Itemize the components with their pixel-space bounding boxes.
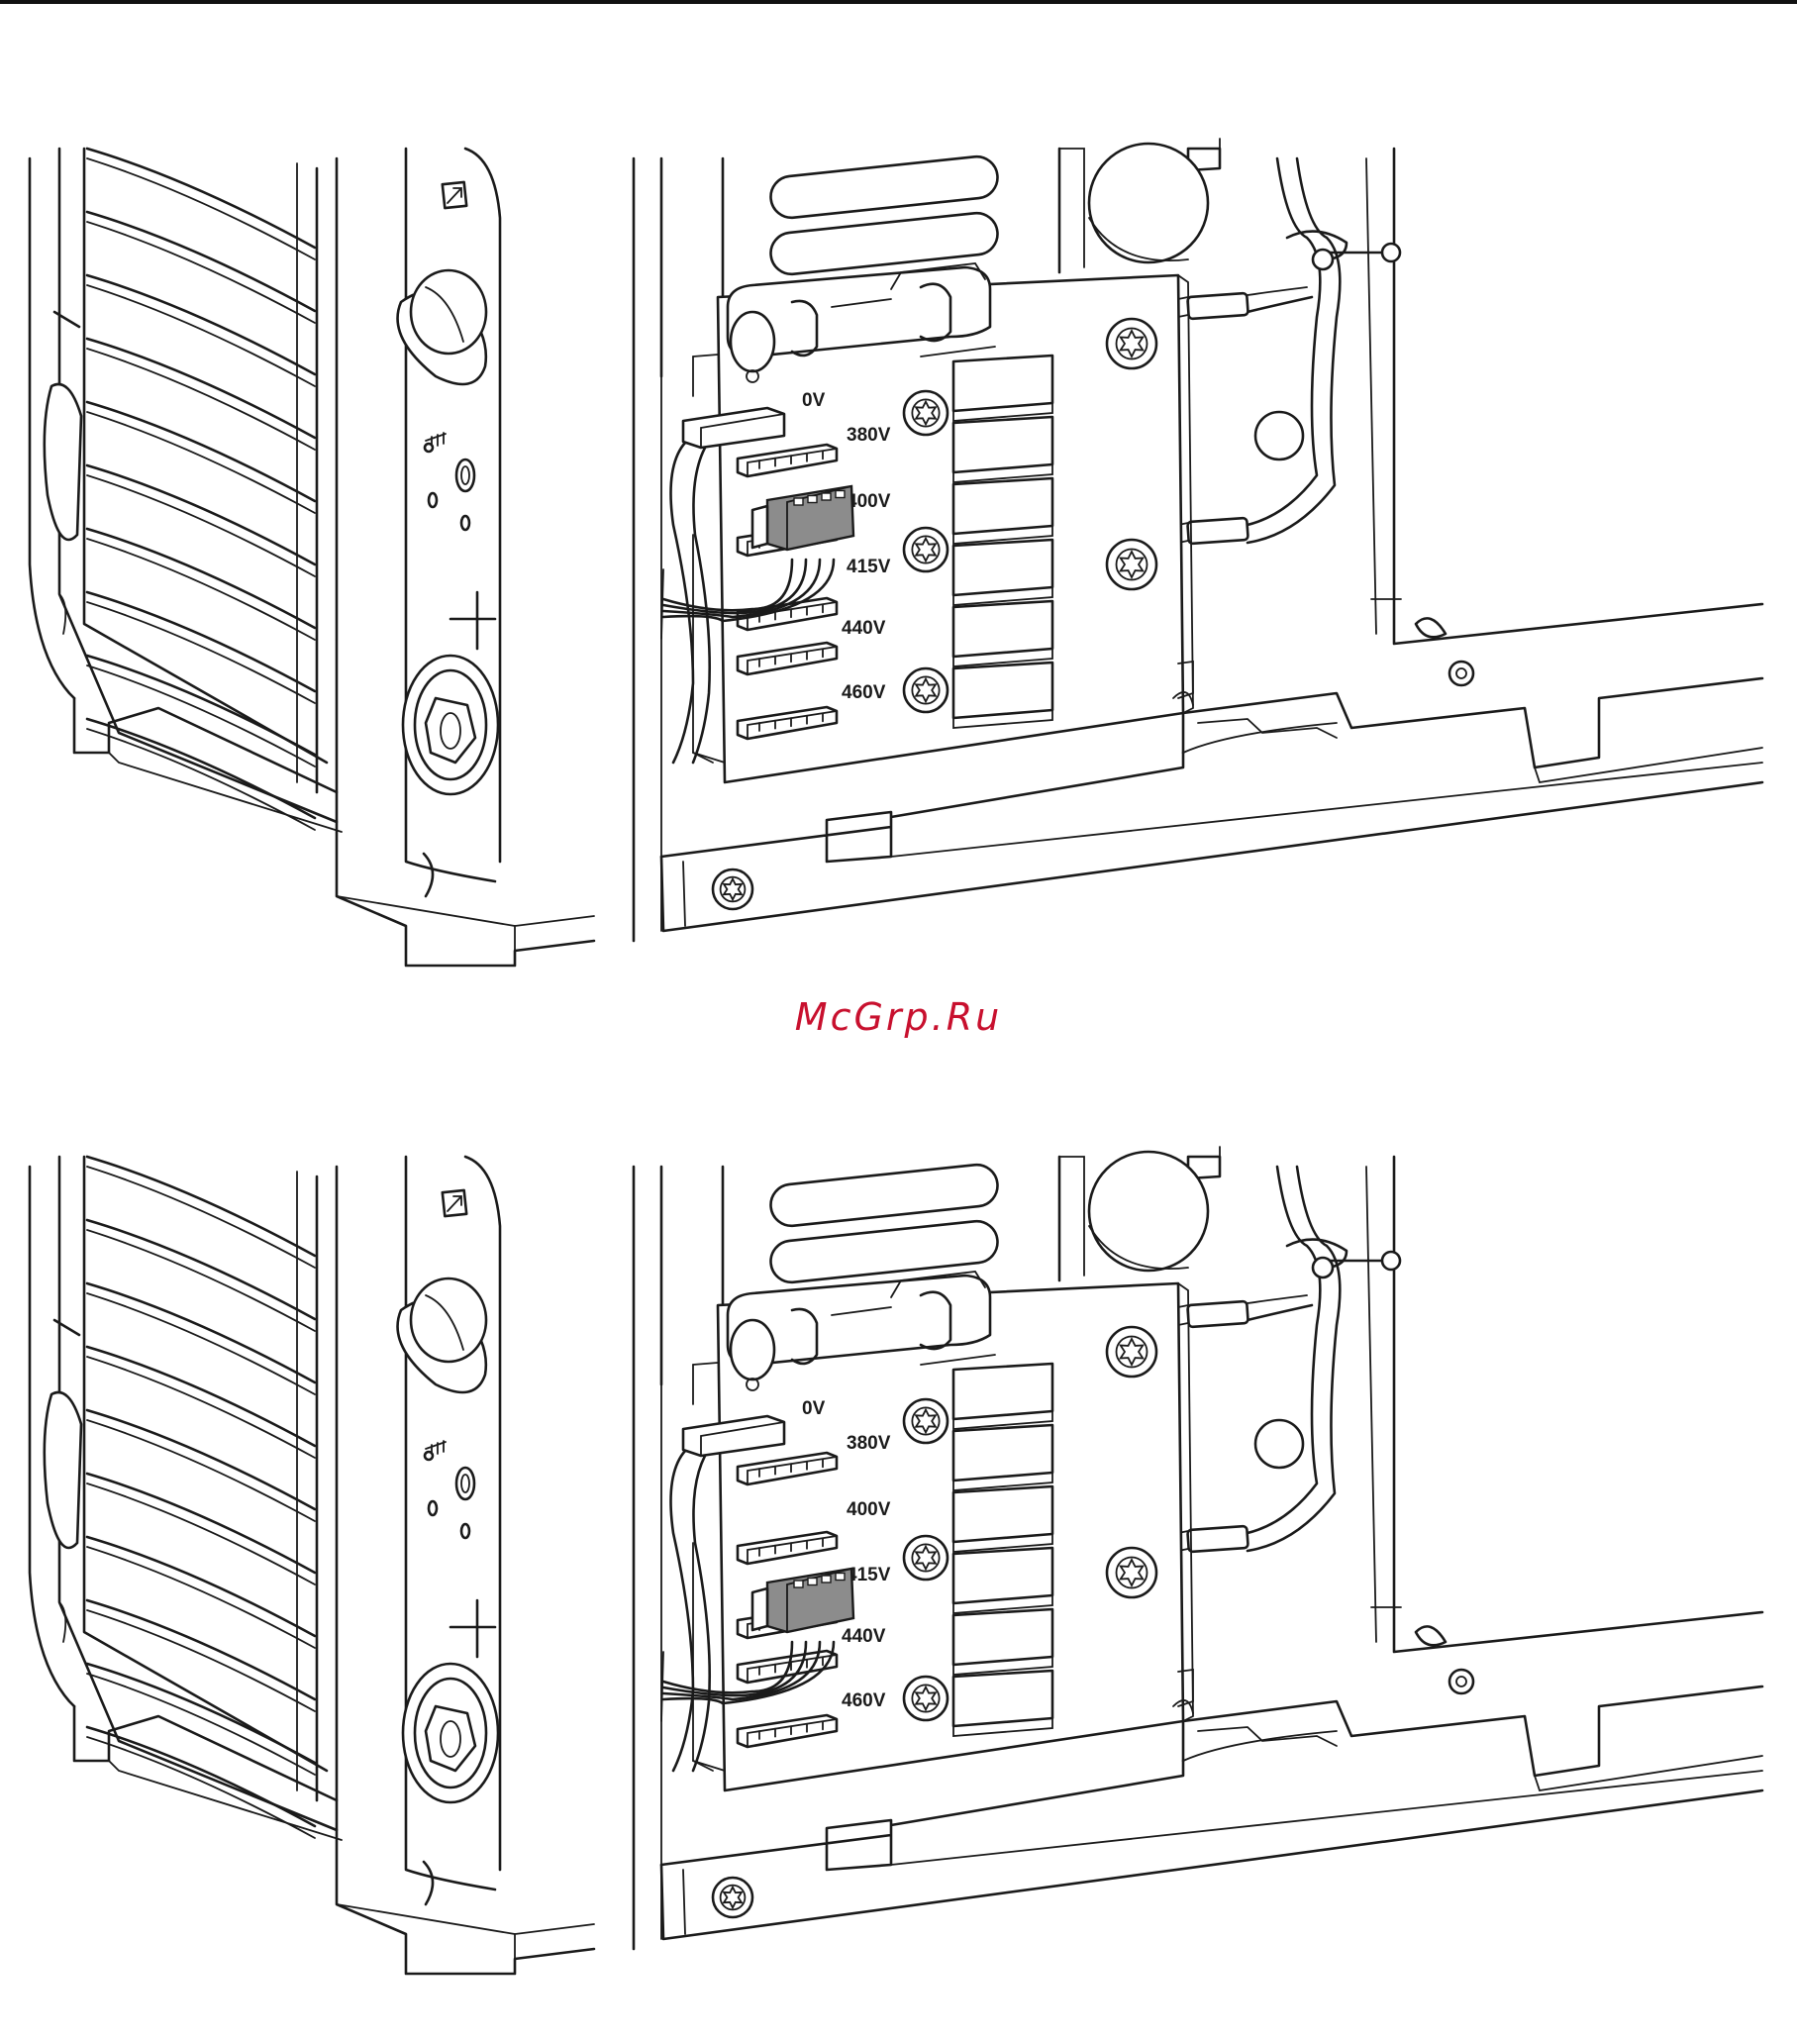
cable-sleeve	[1187, 1301, 1248, 1327]
board-screw	[904, 528, 948, 571]
base-screw	[713, 869, 752, 909]
board-screw	[1107, 319, 1156, 368]
cable-sleeve	[1187, 1526, 1248, 1552]
fan-motor	[1089, 144, 1208, 262]
power-led	[456, 460, 474, 491]
board-screw	[904, 668, 948, 712]
front-control-panel	[337, 1157, 594, 1974]
front-grille-panel	[30, 149, 342, 832]
board-screw	[1107, 1327, 1156, 1377]
tap-label-440v: 440V	[842, 618, 886, 639]
supply-wire	[671, 436, 694, 763]
cable-sleeve	[1187, 518, 1248, 544]
side-handle-ring	[45, 384, 81, 540]
fan-motor	[1089, 1152, 1208, 1271]
tap-label-400v: 400V	[847, 1499, 891, 1520]
tap-label-415v: 415V	[847, 557, 891, 577]
control-knob	[411, 270, 486, 354]
control-knob	[411, 1278, 486, 1362]
cable-clip	[1416, 1626, 1446, 1645]
tap-label-380v: 380V	[847, 1433, 891, 1454]
base-screw	[713, 1878, 752, 1917]
plus-terminal-mark	[450, 592, 495, 649]
capacitor-bar	[768, 154, 999, 220]
board-screw	[904, 1536, 948, 1580]
tap-label-0v: 0V	[802, 1398, 826, 1419]
supply-wire	[671, 1444, 694, 1771]
case-hole	[1255, 1420, 1303, 1468]
board-screw	[1107, 540, 1156, 589]
cable-sleeve	[1187, 293, 1248, 319]
plus-terminal-mark	[450, 1600, 495, 1657]
power-led	[456, 1468, 474, 1499]
cable-clip	[1416, 618, 1446, 637]
capacitor-bar	[768, 1163, 999, 1228]
tap-label-460v: 460V	[842, 682, 886, 703]
tap-label-440v: 440V	[842, 1626, 886, 1647]
tap-label-0v: 0V	[802, 390, 826, 411]
tap-label-460v: 460V	[842, 1690, 886, 1711]
board-screw	[904, 391, 948, 435]
side-handle-ring	[45, 1392, 81, 1548]
front-control-panel	[337, 149, 594, 966]
board-screw	[904, 1399, 948, 1443]
case-hole	[1255, 412, 1303, 460]
board-screw	[1107, 1548, 1156, 1597]
tap-label-380v: 380V	[847, 425, 891, 446]
board-screw	[904, 1677, 948, 1720]
front-grille-panel	[30, 1157, 342, 1840]
